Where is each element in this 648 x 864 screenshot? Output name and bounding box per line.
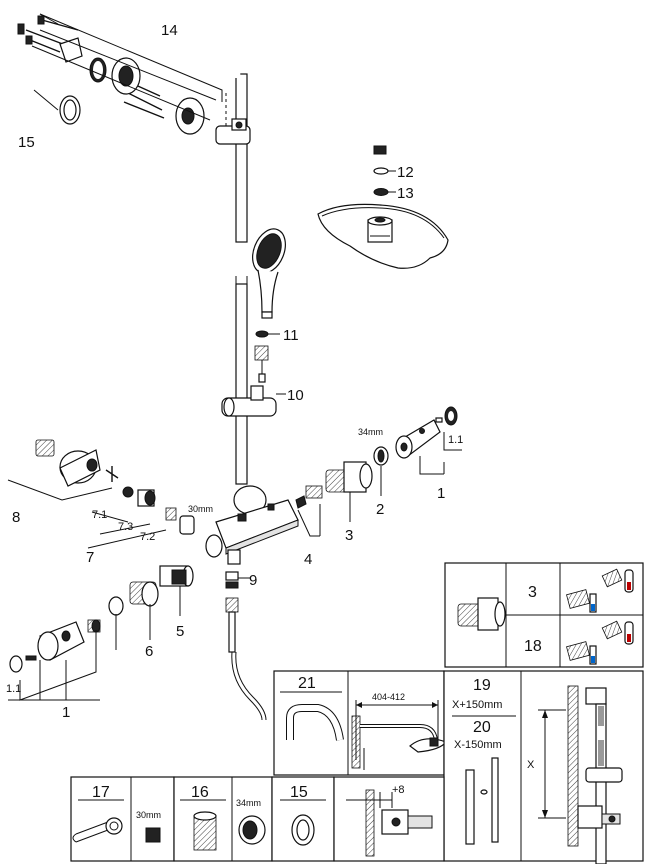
- box20-sub: X-150mm: [454, 739, 502, 751]
- riser-bracket: [215, 90, 251, 145]
- box-labels: 3 18 21 404-412 19 X+150mm 20 X-150mm X …: [92, 584, 542, 820]
- box20-label: 20: [473, 719, 491, 736]
- box-15: [271, 776, 335, 862]
- gasket-15: [33, 89, 81, 125]
- box-plus-8: [333, 776, 445, 862]
- label-7-1: 7.1: [92, 509, 107, 521]
- box19-x: X: [527, 759, 535, 771]
- hose-nut: [254, 345, 269, 383]
- slide-holder-10: [221, 385, 286, 417]
- seal-13: [373, 188, 396, 196]
- box17-dim: 30mm: [136, 810, 161, 820]
- box21-label: 21: [298, 675, 316, 692]
- callout-labels: 14 15 12 13 11 10 34mm 1.1 1 2 3 4 8 7.1…: [6, 22, 463, 721]
- label-3: 3: [345, 527, 353, 544]
- left-assembly: [7, 439, 195, 701]
- label-6: 6: [145, 643, 153, 660]
- box16-label: 16: [191, 784, 209, 801]
- label-5: 5: [176, 623, 184, 640]
- box19-sub: X+150mm: [452, 699, 502, 711]
- box16-dim: 34mm: [236, 798, 261, 808]
- label-7-2: 7.2: [140, 531, 155, 543]
- box19-label: 19: [473, 677, 491, 694]
- label-1-1-right: 1.1: [448, 434, 463, 446]
- box21-dim: 404-412: [372, 692, 405, 702]
- box-21: [273, 670, 447, 776]
- hand-shower: [252, 228, 286, 319]
- wall-mount-kit-14: [17, 13, 223, 135]
- riser-pipe: [235, 73, 248, 485]
- label-14: 14: [161, 22, 178, 39]
- label-9: 9: [249, 572, 257, 589]
- shower-hose: [225, 597, 267, 721]
- rain-shower-head: [317, 203, 449, 269]
- box-17: [70, 776, 175, 862]
- label-1-1-left: 1.1: [6, 683, 21, 695]
- right-assembly: [295, 406, 462, 537]
- seal-11: [255, 330, 280, 338]
- label-4: 4: [304, 551, 312, 568]
- thermostat-body: [205, 485, 299, 565]
- box17-label: 17: [92, 784, 110, 801]
- label-1-right: 1: [437, 485, 445, 502]
- legend-row-3: 3: [528, 584, 537, 601]
- nut-9: [225, 571, 250, 589]
- shower-arm: [231, 47, 387, 155]
- label-10: 10: [287, 387, 304, 404]
- dim-34mm-main: 34mm: [358, 427, 383, 437]
- label-2: 2: [376, 501, 384, 518]
- label-1-left: 1: [62, 704, 70, 721]
- label-7-3: 7.3: [118, 521, 133, 533]
- label-13: 13: [397, 185, 414, 202]
- cartridge-legend-box: [444, 562, 644, 668]
- label-15: 15: [18, 134, 35, 151]
- label-7: 7: [86, 549, 94, 566]
- label-8: 8: [12, 509, 20, 526]
- box-plus8-dim: +8: [392, 784, 405, 796]
- box-16: [173, 776, 273, 862]
- label-11: 11: [283, 327, 299, 344]
- label-12: 12: [397, 164, 414, 181]
- legend-row-18: 18: [524, 638, 542, 655]
- dim-30mm-main: 30mm: [188, 504, 213, 514]
- box15-label: 15: [290, 784, 308, 801]
- seal-12: [373, 167, 396, 175]
- box-19-20: [443, 670, 644, 864]
